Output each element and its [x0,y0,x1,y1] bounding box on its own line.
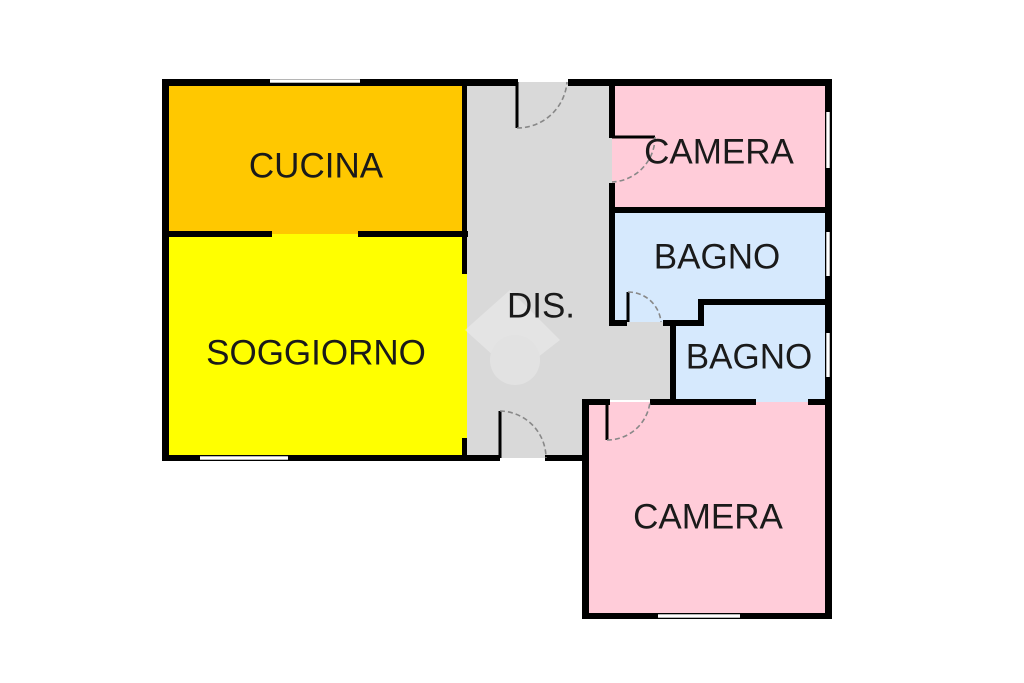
room-camera-2 [585,402,828,616]
label-camera-1: CAMERA [644,132,794,171]
label-camera-2: CAMERA [633,497,783,536]
room-camera-1 [612,82,828,210]
door-arc-bagno-1 [627,291,662,323]
label-dis: DIS. [507,286,575,325]
door-swings [499,81,662,459]
door-arc-entrance-bottom [499,410,547,459]
label-soggiorno: SOGGIORNO [206,333,426,372]
door-arc-camera-1 [611,136,656,183]
label-bagno-1: BAGNO [654,237,780,276]
room-cucina [165,82,467,234]
room-bagno-1 [612,210,828,322]
watermark-logo [465,290,560,385]
room-bagno-2 [672,302,828,402]
room-soggiorno [165,234,467,458]
room-dis [467,82,672,458]
label-cucina: CUCINA [249,146,384,185]
door-arc-entrance-top [516,81,568,129]
label-bagno-2: BAGNO [686,337,812,376]
windows [200,79,830,618]
